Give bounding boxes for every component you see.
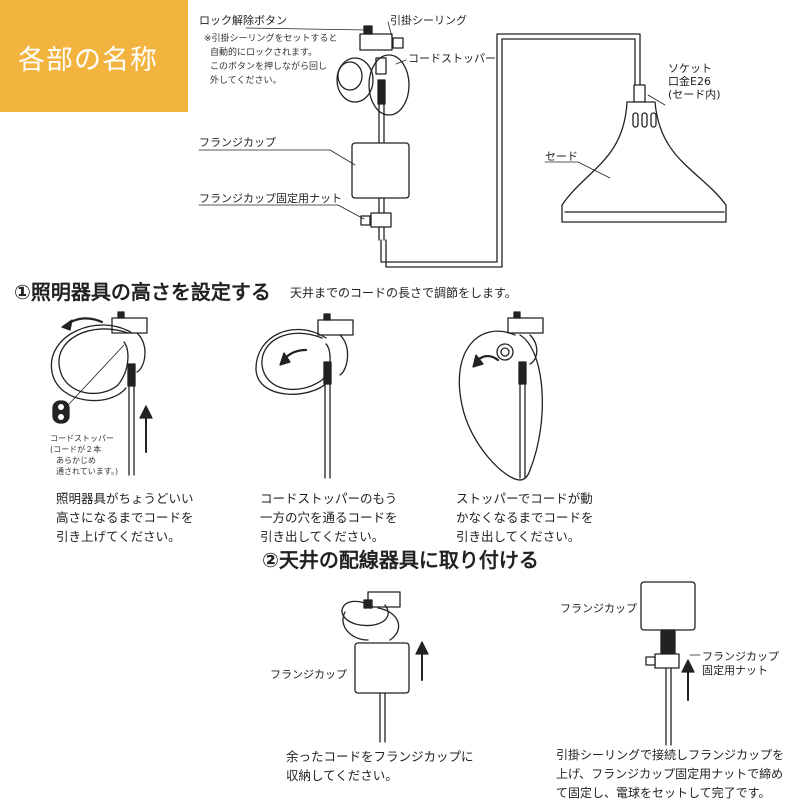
step3-caption: ストッパーでコードが動 かなくなるまでコードを 引き出してください。	[456, 491, 594, 544]
cord-to-shade	[380, 33, 641, 263]
flange-cup-label: フランジカップ	[199, 136, 276, 149]
top-lamp-diagram	[198, 21, 727, 268]
install-left-caption: 余ったコードをフランジカップに 収納してください。	[286, 749, 474, 783]
flange-nut-label: フランジカップ固定用ナット	[199, 192, 342, 205]
title-badge: 各部の名称	[0, 0, 188, 112]
ceiling-rosette-label: 引掛シーリング	[390, 14, 467, 27]
install-right-caption: 引掛シーリングで接続しフランジカップを 上げ、フランジカップ固定用ナットで締め …	[556, 748, 785, 800]
install-left-illustration	[341, 591, 429, 743]
install-left-flange-label: フランジカップ	[270, 668, 347, 681]
step2-illustration	[255, 313, 354, 479]
step1-illustration	[50, 311, 153, 476]
shade-label: セード	[545, 150, 578, 163]
flange-cup	[351, 142, 410, 199]
socket-label: ソケット 口金E26 (セード内)	[668, 62, 721, 101]
step2-caption: コードストッパーのもう 一方の穴を通るコードを 引き出してください。	[260, 491, 398, 544]
install-right-illustration	[640, 581, 701, 746]
badge-title: 各部の名称	[18, 45, 158, 76]
ceiling-connector	[359, 33, 393, 51]
section1-heading: ①照明器具の高さを設定する	[14, 280, 271, 304]
step3-illustration	[458, 311, 544, 481]
cord-stopper	[377, 79, 386, 105]
shade	[561, 101, 727, 223]
install-right-nut-label: フランジカップ 固定用ナット	[702, 650, 779, 677]
install-right-flange-label: フランジカップ	[560, 602, 637, 615]
cord-stopper-label: コードストッパー	[408, 52, 496, 65]
step1-caption: 照明器具がちょうどいい 高さになるまでコードを 引き上げてください。	[56, 491, 194, 544]
cord-loop-1	[336, 57, 374, 103]
section1-subtext: 天井までのコードの長さで調節をします。	[290, 286, 517, 300]
flange-nut	[370, 212, 392, 228]
lock-release-label: ロック解除ボタン	[199, 14, 287, 27]
section2-heading: ②天井の配線器具に取り付ける	[262, 548, 539, 572]
stopper-note: コードストッパー (コードが２本 あらかじめ 通されています。)	[50, 434, 119, 476]
cord-loop-2	[368, 54, 410, 116]
lock-release-note: ※引掛シーリングをセットすると 自動的にロックされます。 このボタンを押しながら…	[204, 34, 338, 86]
